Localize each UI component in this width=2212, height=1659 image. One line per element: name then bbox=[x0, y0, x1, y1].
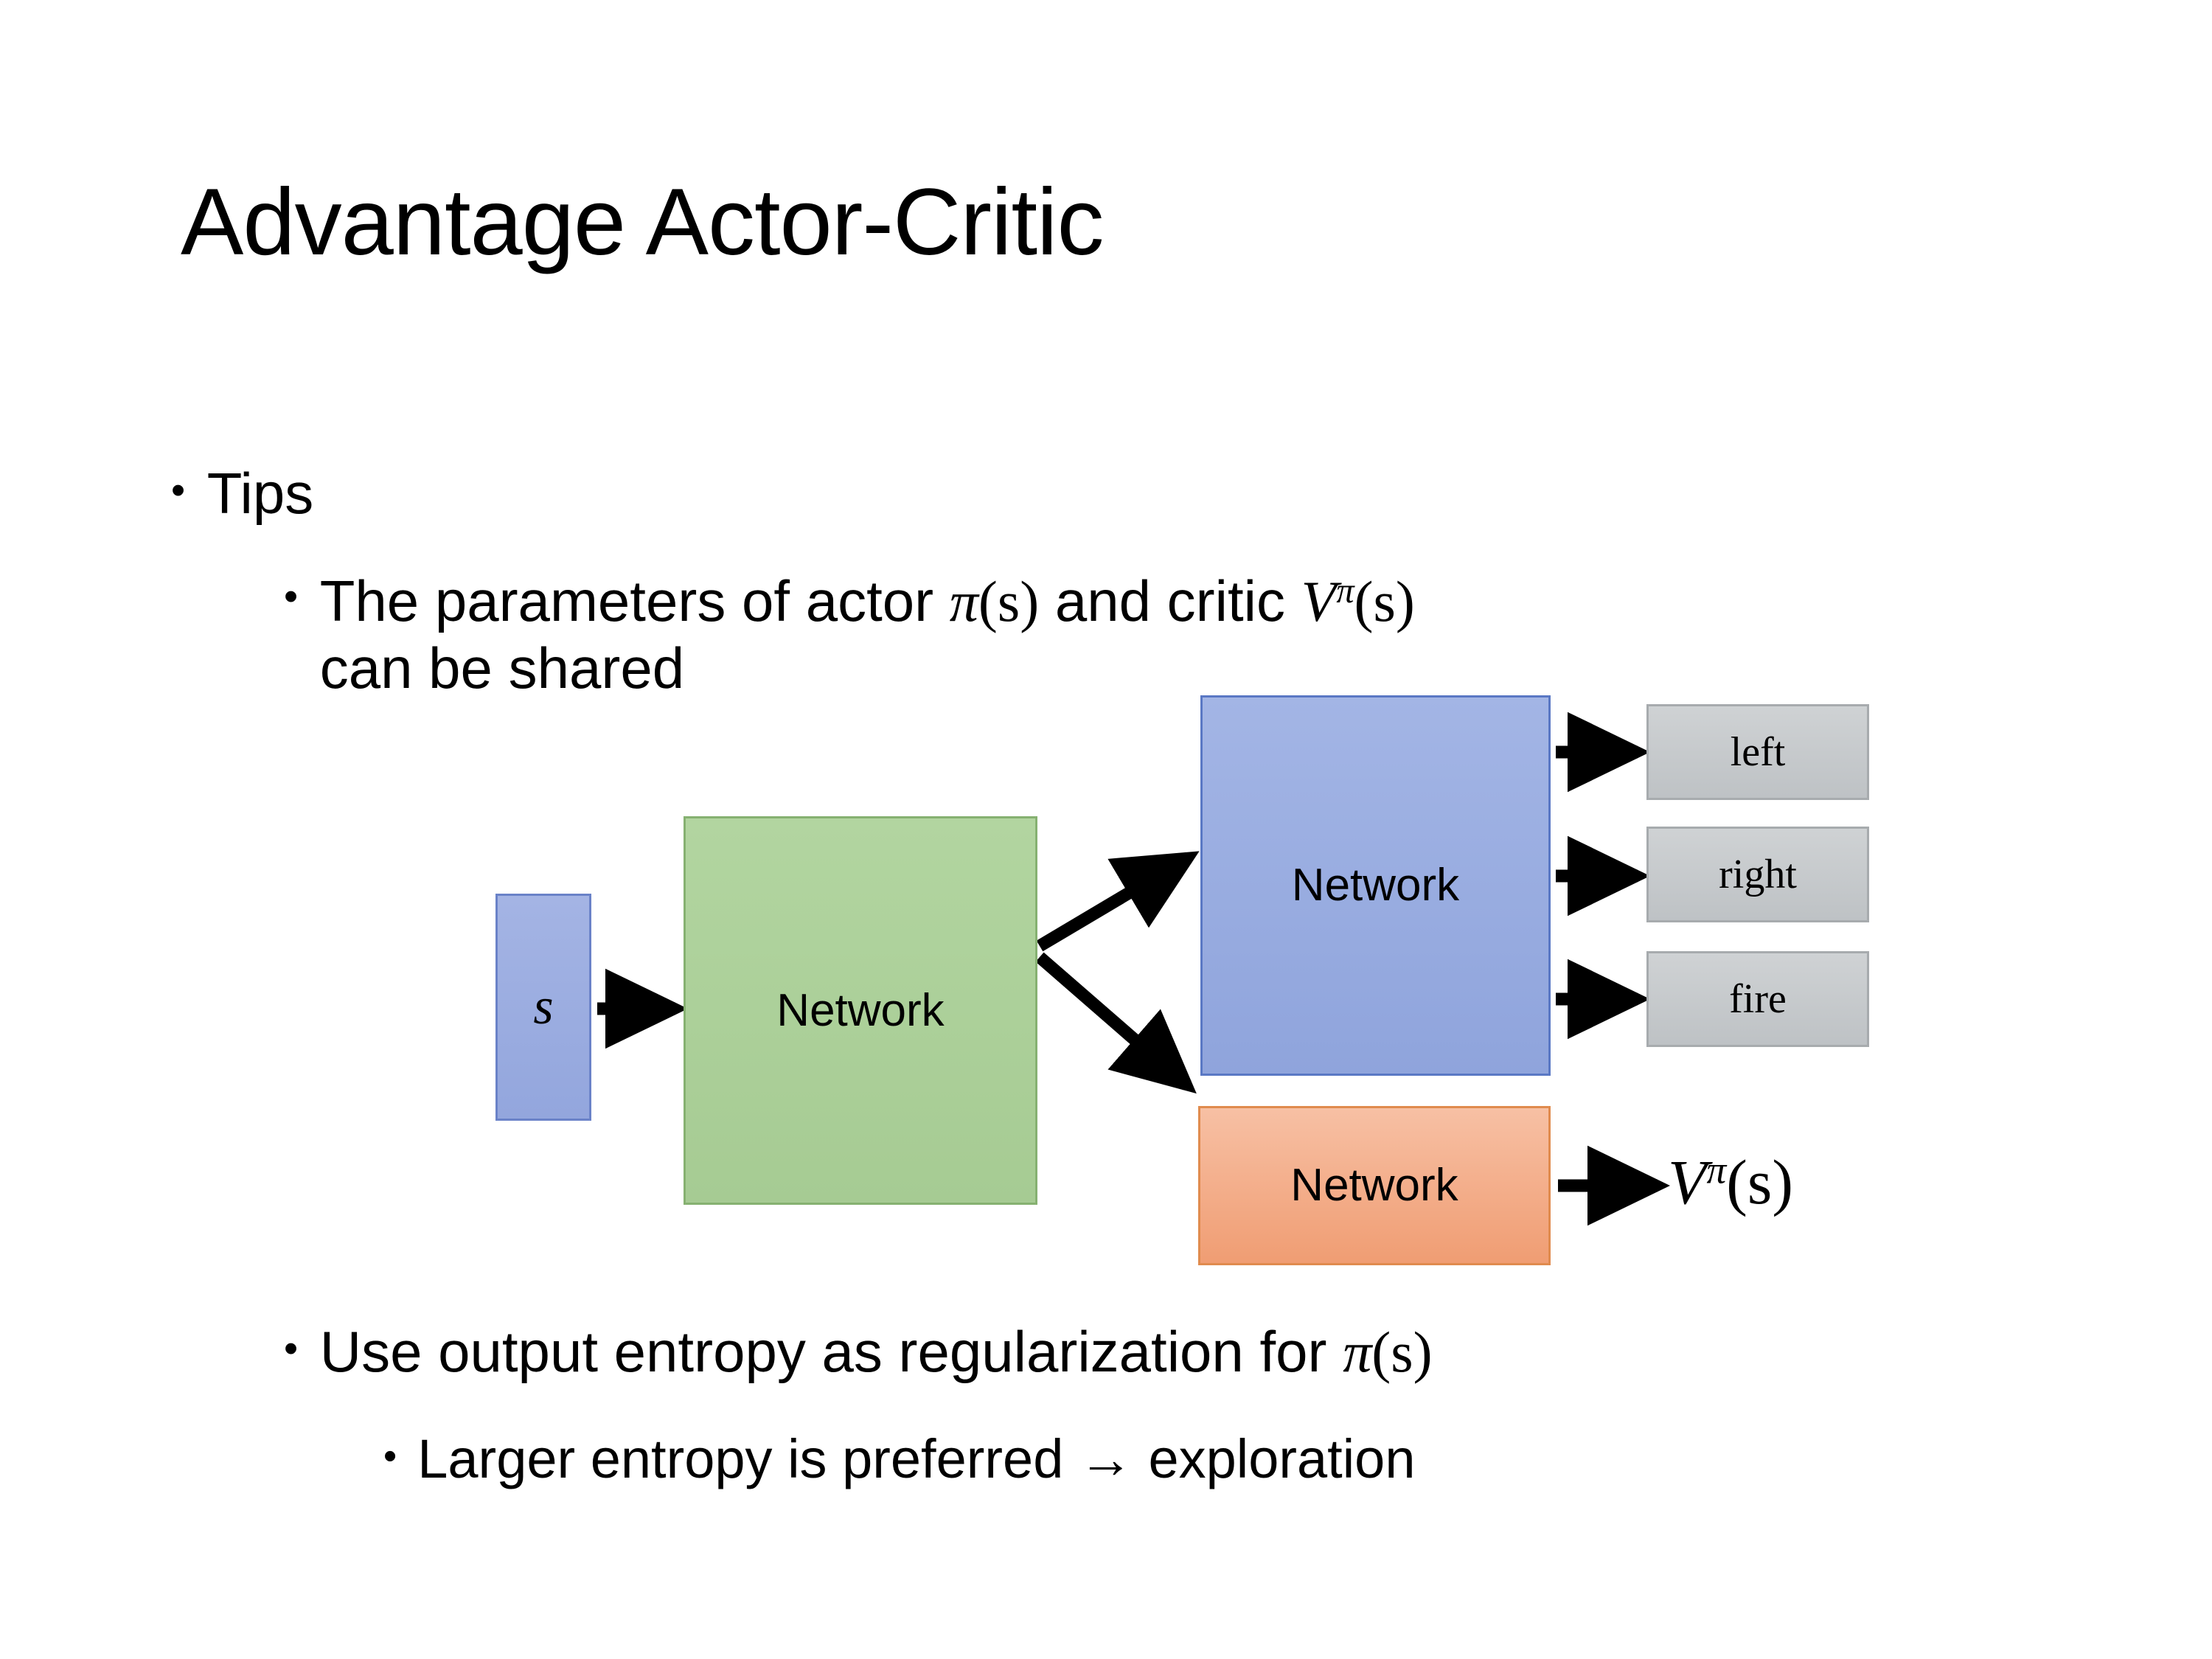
shared-network-label: Network bbox=[776, 984, 945, 1036]
action-label-fire: fire bbox=[1729, 976, 1787, 1022]
bullet-marker-icon: • bbox=[383, 1434, 397, 1478]
params-text-line2: can be shared bbox=[319, 636, 685, 701]
entropy-text: Use output entropy as regularization for bbox=[319, 1319, 1343, 1384]
action-box-fire[interactable]: fire bbox=[1646, 951, 1869, 1047]
arrow-shared-to-actor bbox=[1036, 851, 1200, 952]
action-label-left: left bbox=[1730, 729, 1786, 775]
bullet-tips-label: Tips bbox=[206, 461, 314, 526]
pi-glyph: π bbox=[949, 569, 978, 633]
bullet-entropy-regularization: • Use output entropy as regularization f… bbox=[284, 1319, 1433, 1384]
value-v-glyph: V bbox=[1668, 1147, 1707, 1217]
state-label: s bbox=[533, 978, 554, 1035]
pi-arg: (s) bbox=[978, 569, 1040, 633]
shared-network-box[interactable]: Network bbox=[684, 816, 1037, 1205]
math-v-pi-s-critic: Vπ(s) bbox=[1301, 569, 1415, 633]
params-text-before: The parameters of actor bbox=[319, 568, 950, 633]
bullet-marker-icon: • bbox=[171, 467, 186, 512]
bullet-tips: • Tips bbox=[171, 461, 314, 526]
bullet-shared-parameters: • The parameters of actor π(s) and criti… bbox=[284, 568, 2039, 702]
bullet-marker-icon: • bbox=[284, 1326, 299, 1371]
actor-network-label: Network bbox=[1291, 860, 1460, 911]
value-arg: (s) bbox=[1726, 1147, 1794, 1217]
state-input-box[interactable]: s bbox=[495, 894, 591, 1121]
bullet-larger-entropy: • Larger entropy is preferred → explorat… bbox=[383, 1428, 1416, 1490]
v-arg: (s) bbox=[1354, 569, 1415, 633]
v-superscript-pi: π bbox=[1336, 571, 1354, 611]
bullet-larger-entropy-label: Larger entropy is preferred → exploratio… bbox=[417, 1428, 1416, 1489]
math-pi-s-entropy: π(s) bbox=[1343, 1320, 1432, 1384]
bullet-shared-parameters-label: The parameters of actor π(s) and critic … bbox=[298, 568, 1415, 702]
pi-glyph: π bbox=[1343, 1320, 1372, 1384]
critic-network-box[interactable]: Network bbox=[1198, 1106, 1551, 1265]
action-box-left[interactable]: left bbox=[1646, 704, 1869, 800]
arrow-shared-to-critic bbox=[1035, 952, 1197, 1094]
value-superscript-pi: π bbox=[1706, 1147, 1727, 1192]
math-pi-s-actor: π(s) bbox=[950, 569, 1039, 633]
action-label-right: right bbox=[1719, 852, 1797, 897]
slide-title: Advantage Actor-Critic bbox=[181, 170, 1104, 275]
critic-network-label: Network bbox=[1290, 1160, 1458, 1211]
actor-network-box[interactable]: Network bbox=[1200, 695, 1551, 1076]
params-text-between: and critic bbox=[1039, 568, 1301, 633]
pi-arg: (s) bbox=[1371, 1320, 1433, 1384]
action-box-right[interactable]: right bbox=[1646, 827, 1869, 922]
v-glyph: V bbox=[1301, 569, 1337, 633]
bullet-marker-icon: • bbox=[284, 574, 299, 619]
value-output-label: Vπ(s) bbox=[1668, 1150, 1793, 1214]
bullet-entropy-label: Use output entropy as regularization for… bbox=[298, 1319, 1433, 1384]
